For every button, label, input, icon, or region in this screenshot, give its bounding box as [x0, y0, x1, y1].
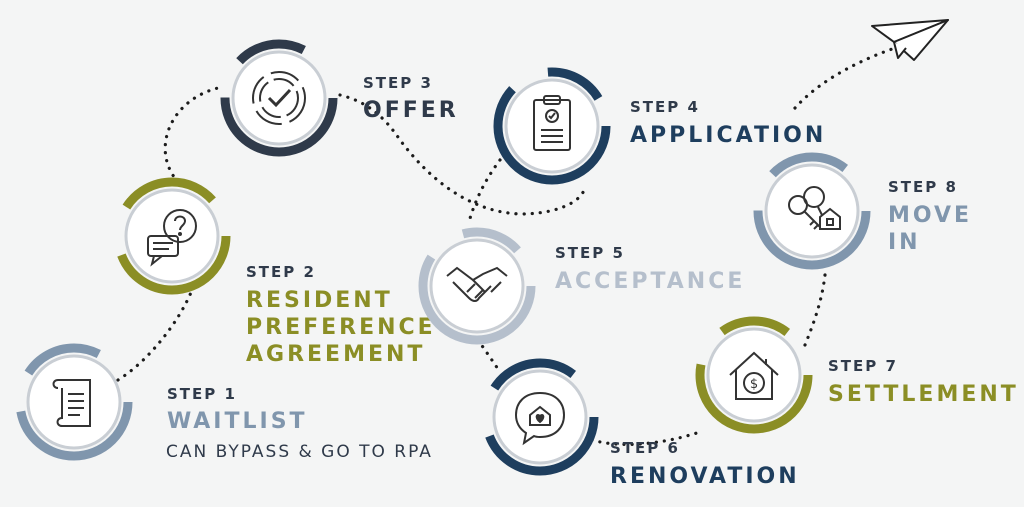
step-1-label: STEP 1 — [167, 385, 237, 403]
step-5-label: STEP 5 — [555, 244, 625, 262]
step-1-title-line: WAITLIST — [167, 409, 308, 434]
step-4-title-line: APPLICATION — [630, 123, 827, 148]
step-2-title: RESIDENT PREFERENCE AGREEMENT — [246, 287, 436, 368]
clipboard-check-icon — [533, 95, 571, 151]
step-3-label: STEP 3 — [363, 74, 433, 92]
step-8-title-line-2: IN — [888, 230, 921, 255]
handshake-icon — [446, 266, 508, 302]
scroll-icon — [52, 379, 91, 427]
step-1-note: CAN BYPASS & GO TO RPA — [166, 442, 433, 462]
step-4-title: APPLICATION — [630, 122, 826, 149]
step-7-node: $ — [694, 315, 814, 435]
step-4-node — [492, 66, 612, 186]
step-1-title: WAITLIST — [167, 408, 308, 435]
step-5-title: ACCEPTANCE — [555, 268, 745, 295]
step-7-label: STEP 7 — [828, 357, 898, 375]
step-4-label: STEP 4 — [630, 98, 700, 116]
step-3-title-line: OFFER — [363, 98, 459, 123]
step-2-title-line-1: RESIDENT — [246, 288, 393, 313]
keys-house-icon — [788, 186, 841, 230]
step-5-title-line: ACCEPTANCE — [555, 269, 746, 294]
step-7-title-line: SETTLEMENT — [828, 382, 1019, 407]
paper-plane-icon — [871, 19, 949, 61]
checkmark-target-icon — [252, 71, 306, 125]
house-dollar-icon: $ — [729, 351, 779, 400]
step-6-title: RENOVATION — [610, 463, 800, 490]
step-2-title-line-3: AGREEMENT — [246, 342, 426, 367]
step-7-title: SETTLEMENT — [828, 381, 1019, 408]
step-1-node — [14, 342, 134, 462]
step-3-title: OFFER — [363, 97, 459, 124]
step-5-node — [417, 226, 537, 346]
step-8-label: STEP 8 — [888, 178, 958, 196]
svg-text:$: $ — [750, 377, 758, 392]
step-6-label: STEP 6 — [610, 439, 680, 457]
question-chat-icon — [147, 209, 197, 267]
step-6-title-line: RENOVATION — [610, 464, 800, 489]
step-8-title-line-1: MOVE — [888, 203, 973, 228]
step-8-node — [752, 151, 872, 271]
step-2-label: STEP 2 — [246, 263, 316, 281]
step-2-node — [112, 176, 232, 296]
step-6-node — [480, 357, 600, 477]
step-3-node — [219, 38, 339, 158]
step-2-title-line-2: PREFERENCE — [246, 315, 436, 340]
step-8-title: MOVE IN — [888, 202, 972, 256]
home-heart-bubble-icon — [514, 391, 566, 446]
